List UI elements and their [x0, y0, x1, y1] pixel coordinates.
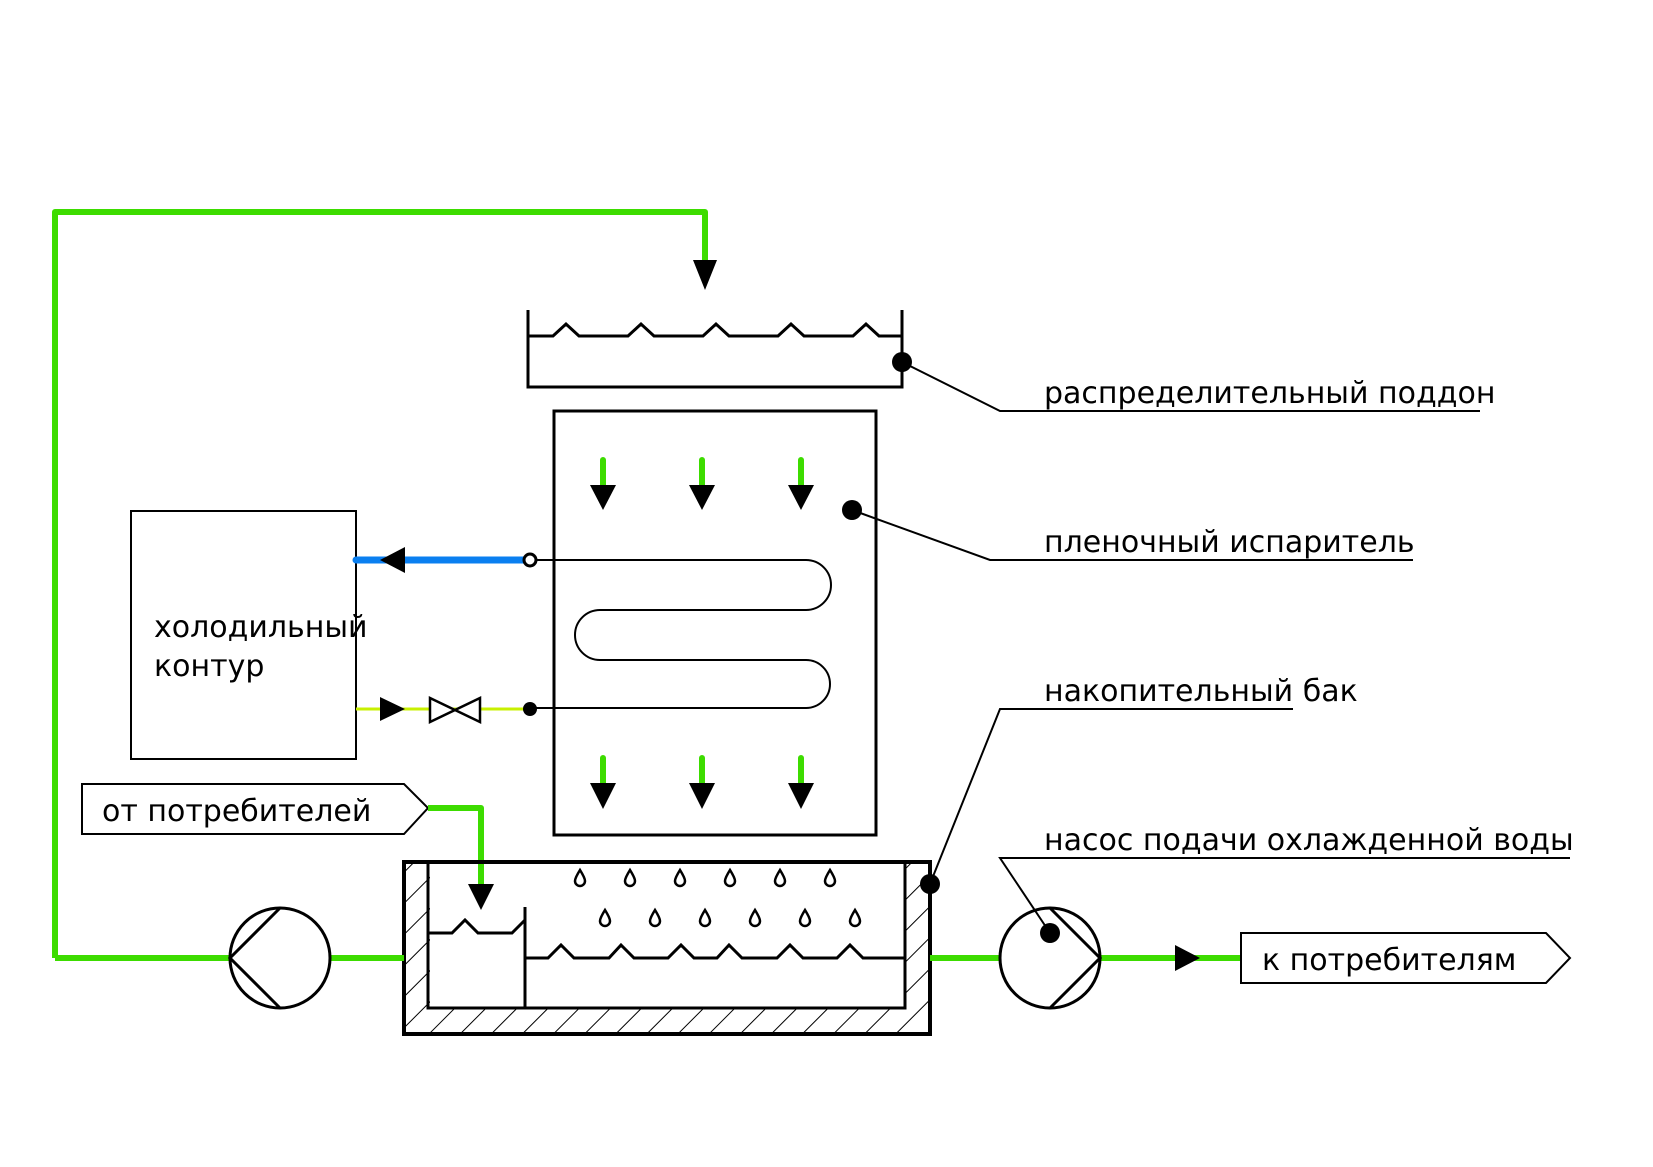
film-evaporator — [530, 409, 878, 837]
inlet-tag-label: от потребителей — [102, 794, 371, 829]
callout-distribution-tray: распределительный поддон — [901, 361, 1495, 412]
flow-arrow-icon — [1175, 945, 1200, 971]
refrigeration-unit: холодильный контур — [130, 510, 368, 760]
distribution-tray — [526, 310, 912, 389]
callout-storage-tank: накопительный бак — [929, 674, 1358, 885]
recirculation-pipe — [52, 209, 717, 958]
refrigerant-supply-line — [356, 696, 537, 724]
outlet-tag: к потребителям — [1240, 932, 1572, 984]
callout-label: пленочный испаритель — [1044, 525, 1415, 560]
inlet-tag: от потребителей — [81, 783, 494, 910]
water-film-arrows-bottom — [590, 755, 814, 809]
pump-icon — [227, 906, 332, 1010]
callout-label: насос подачи охлажденной воды — [1044, 823, 1574, 858]
callout-label: распределительный поддон — [1044, 376, 1495, 411]
flow-arrow-icon — [693, 260, 717, 290]
recirculation-pump — [55, 906, 404, 1010]
expansion-valve-icon — [428, 696, 482, 724]
flow-arrow-icon — [380, 697, 405, 721]
refrigerant-coil — [530, 559, 832, 709]
callout-film-evaporator: пленочный испаритель — [851, 509, 1415, 561]
outlet-tag-label: к потребителям — [1262, 943, 1516, 978]
flow-arrow-icon — [468, 884, 494, 910]
refrigeration-unit-label-line1: холодильный — [154, 610, 368, 645]
refrigerant-return-line — [352, 547, 538, 573]
droplet-icons — [573, 867, 862, 928]
storage-tank — [402, 860, 940, 1036]
callout-chilled-water-pump: насос подачи охлажденной воды — [998, 823, 1574, 934]
chilled-water-pump — [930, 906, 1241, 1010]
pump-icon — [998, 906, 1103, 1010]
flow-arrow-icon — [380, 547, 405, 573]
refrigeration-unit-label-line2: контур — [154, 649, 264, 684]
water-film-arrows-top — [590, 457, 814, 510]
callout-label: накопительный бак — [1044, 674, 1358, 709]
